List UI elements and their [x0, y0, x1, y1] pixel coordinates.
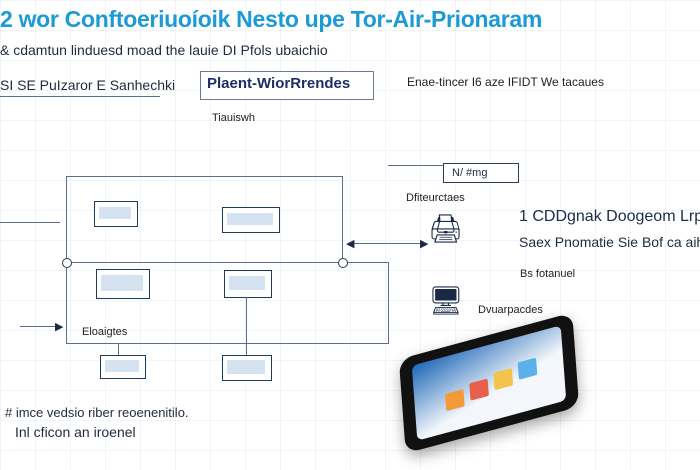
- frame-right-upper: [342, 176, 343, 262]
- connector-box-6: [246, 297, 247, 355]
- arrow-head-right-icon: ▶: [420, 238, 429, 250]
- node-label-3: Bs fotanuel: [520, 268, 576, 280]
- component-box-6-fill: [227, 360, 265, 374]
- junction-right: [338, 258, 348, 268]
- footer-line-1: # imce vedsio riber reoenenitilo.: [5, 405, 189, 420]
- tech-title: 1 CDDgnak Doogeom Lrp: [519, 208, 700, 225]
- top-left-label: SI SE PuIzaror E Sanhechki: [0, 77, 176, 93]
- frame-top: [66, 176, 342, 177]
- printer-icon: 🖨: [428, 213, 464, 244]
- server-icon: 🖥: [428, 285, 464, 316]
- component-box-2[interactable]: [222, 207, 280, 233]
- node-label-1: Dfiteurctaes: [406, 192, 465, 204]
- page-subtitle: & cdamtun linduesd moad the lauie DI Pfo…: [0, 42, 328, 58]
- component-box-5-fill: [105, 360, 139, 372]
- top-left-underline: [0, 96, 160, 97]
- frame-bottom: [66, 343, 388, 344]
- app-card-blue: [517, 357, 538, 380]
- component-box-1-fill: [99, 207, 131, 219]
- frame-middle: [66, 262, 388, 263]
- connector-box-5: [118, 344, 119, 355]
- small-node-label: Tiauiswh: [212, 112, 255, 124]
- tech-subtitle: Saex Pnomatie Sie Bof ca aiheriy: [519, 234, 700, 250]
- arrow-input: [20, 326, 60, 327]
- component-box-1[interactable]: [94, 201, 138, 227]
- top-right-label: Enae-tincer I6 aze IFIDT We tacaues: [407, 75, 604, 89]
- footer-line-2: Inl cficon an iroenel: [15, 424, 136, 440]
- component-box-6[interactable]: [222, 355, 272, 381]
- component-box-4-fill: [229, 276, 265, 290]
- app-card-orange: [445, 388, 465, 412]
- component-box-4[interactable]: [224, 270, 272, 298]
- component-box-5[interactable]: [100, 355, 146, 379]
- page-title: 2 wor Conftoeriuoíoik Nesto upe Tor-Air-…: [0, 6, 543, 32]
- component-box-3[interactable]: [96, 269, 150, 299]
- tag-connector: [388, 165, 443, 166]
- junction-left: [62, 258, 72, 268]
- box-caption: Eloaigtes: [82, 326, 128, 338]
- arrow-to-tech: [348, 243, 424, 244]
- central-panel-label: Plaent-WiorRrendes: [207, 75, 351, 92]
- component-box-2-fill: [227, 213, 273, 225]
- node-label-2: Dvuarpacdes: [478, 304, 543, 316]
- frame-right-lower: [388, 262, 389, 344]
- app-card-red: [469, 378, 489, 401]
- app-card-yellow: [493, 368, 514, 391]
- component-box-3-fill: [101, 275, 143, 291]
- arrow-head-left-icon: ◀: [346, 238, 355, 250]
- central-panel[interactable]: [200, 71, 374, 100]
- left-connector: [0, 222, 60, 223]
- arrow-input-head-icon: ▶: [55, 321, 64, 333]
- tag-box[interactable]: N/ #mg: [443, 163, 519, 183]
